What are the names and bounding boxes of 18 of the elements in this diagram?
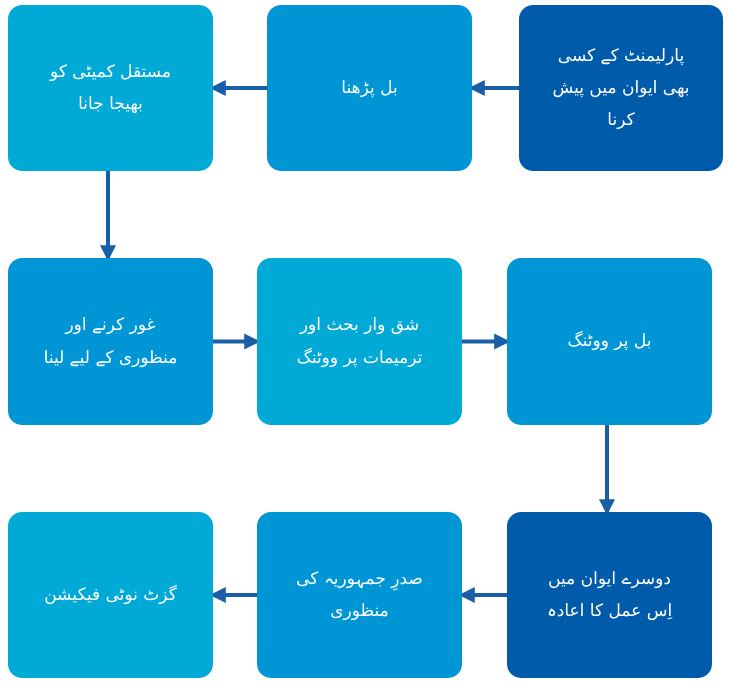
process-box [519,5,723,171]
process-box [257,258,462,425]
step-text: دوسرے ایوان میں اِس عمل کا اعادہ [546,568,674,623]
step-text: بل پڑھنا [341,76,398,100]
step-text: بل پر ووٹنگ [567,330,652,354]
process-box [507,512,712,678]
step-text: پارلیمنٹ کے کسی بھی ایوان میں پیش کرنا [551,44,691,132]
step-text: شق وار بحث اور ترمیمات پر ووٹنگ [296,314,424,370]
process-box [8,5,213,171]
process-box [8,258,213,425]
process-box [507,258,712,425]
step-text: گزٹ نوٹی فیکیشن [44,584,177,607]
process-box [257,512,462,678]
step-text: غور کرنے اور منظوری کے لیے لینا [42,314,178,370]
step-text: مستقل کمیٹی کو بھیجا جانا [48,60,172,116]
process-box [8,512,213,678]
process-box [267,5,472,171]
step-text: صدرِ جمہوریہ کی منظوری [295,568,424,623]
